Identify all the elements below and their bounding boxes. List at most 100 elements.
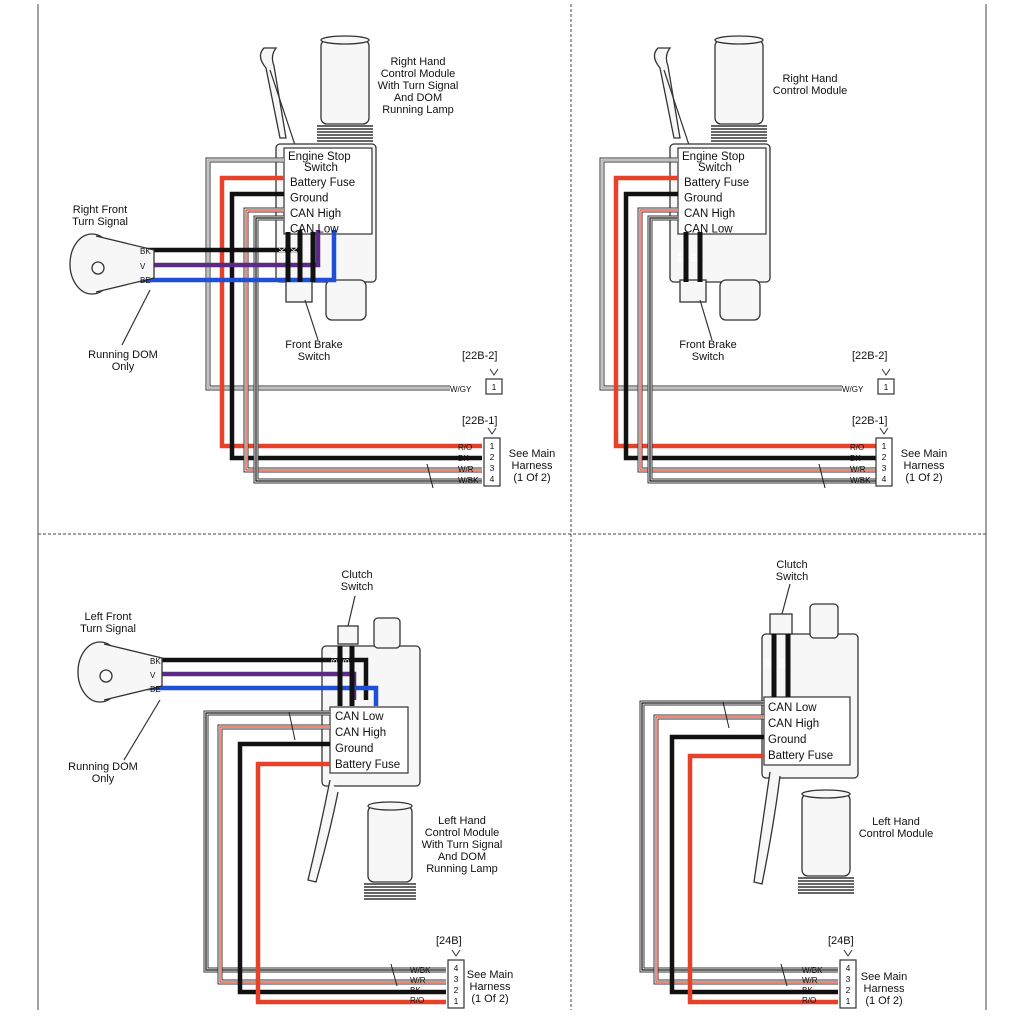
wire-r-o [687,753,838,1005]
box-line: CAN Low [335,711,384,723]
grip-stub [373,617,401,649]
connector-wire-label: W/R [458,465,474,474]
connector-wire-label: R/O [458,443,472,452]
connector-22b-2-pin: 1 [884,382,889,392]
wire-w-r-tracer [639,209,876,471]
connector-22b-2-housing [877,378,895,395]
connector-wire-label: BK [410,986,421,995]
box-line: Ground [768,734,806,746]
wire-w-bk-tracer [255,217,482,482]
running-dom-label: Only [92,773,115,785]
box-line: Ground [335,743,373,755]
connector-24b-pin: 2 [454,985,459,995]
throttle-grip [320,39,370,125]
module-label: Left Hand [438,815,486,827]
clutch-leader [781,583,791,615]
label-box [283,147,373,235]
wire-w-bk-tracer [649,217,876,482]
left-turn-lamp-shell [103,643,163,701]
break-mark [288,711,296,741]
wire-w-r-tracer [219,726,446,983]
connector-22b-2-latch-icon [489,368,499,376]
box-line: CAN Low [684,224,733,236]
brake-leader [699,299,713,341]
box-line: Engine Stop [682,151,745,163]
clutch-switch [337,625,359,645]
wire-r-o [255,761,446,1005]
connector-wire-label: W/R [802,976,818,985]
running-dom-label: Running DOM [68,761,138,773]
box-line: Battery Fuse [335,759,400,771]
clutch-switch [769,613,793,635]
vertical-bk-label: BK [342,653,351,664]
connector-22b-2-pin: 1 [492,382,497,392]
module-label: Control Module [425,827,500,839]
vertical-bk-label: BK [676,251,685,262]
box-line: Ground [290,193,328,205]
module-label: Control Module [381,68,456,80]
break-mark [780,963,788,987]
connector-22b-1-pin: 1 [490,441,495,451]
connector-22b-2-latch-icon [881,368,891,376]
turn-signal-label: Turn Signal [80,623,136,635]
module-label: With Turn Signal [378,80,459,92]
harness-label: Harness [470,981,511,993]
connector-id: [22B-1] [852,415,887,427]
wire-turn-v [100,230,321,268]
connector-24b-pin: 2 [846,985,851,995]
connector-22b-2-housing [485,378,503,395]
harness-label: See Main [901,448,947,460]
connector-wire-label: R/O [410,996,424,1005]
connector-id: [22B-2] [852,350,887,362]
connector-22b-1-housing [875,437,893,487]
turn-wire-label: V [140,262,146,271]
wire-w-r-tracer [245,209,482,471]
connector-22b-1-pin: 2 [882,452,887,462]
module-label: Running Lamp [426,863,498,875]
connector-24b-pin: 3 [454,974,459,984]
connector-id: [24B] [828,935,854,947]
module-label: Control Module [859,828,934,840]
wire-w-bk-tracer [205,712,446,971]
connector-24b-pin: 1 [454,996,459,1006]
connector-24b-pin: 3 [846,974,851,984]
module-label: Left Hand [872,816,920,828]
dom-leader [123,699,161,761]
turn-wire-label: BE [140,276,151,285]
label-box [677,147,767,235]
connector-wire-label: W/GY [842,385,864,394]
connector-wire-label: BK [458,454,469,463]
wire-r-o [613,175,876,449]
connector-22b-1-latch-icon [879,427,889,435]
connector-22b-1-pin: 3 [490,463,495,473]
connector-22b-1-latch-icon [487,427,497,435]
right-turn-lamp-bulb-icon [91,261,105,275]
wire-w-gy-tracer [601,159,842,389]
connector-wire-label: W/BK [410,966,431,975]
module-label: With Turn Signal [422,839,503,851]
turn-wire-label: V [150,671,156,680]
connector-24b-housing [839,959,857,1009]
brake-switch-plug [679,279,707,303]
box-line: Battery Fuse [684,177,749,189]
module-label: Running Lamp [382,104,454,116]
brake-switch-plug [285,279,313,303]
vertical-bk-label: BK [330,653,339,664]
clutch-label: Switch [341,581,373,593]
break-mark [818,463,826,489]
module-label: Right Hand [782,73,837,85]
connector-24b-housing [447,959,465,1009]
throttle-grip-end [714,35,764,45]
clutch-label: Clutch [776,559,807,571]
connector-22b-1-pin: 2 [490,452,495,462]
box-line: CAN High [335,727,386,739]
turn-signal-label: Turn Signal [72,216,128,228]
hand-grip-end [367,801,413,811]
break-mark [390,963,398,987]
brake-switch-label: Front Brake [679,339,736,351]
module-label: And DOM [438,851,486,863]
connector-wire-label: W/R [850,465,866,474]
